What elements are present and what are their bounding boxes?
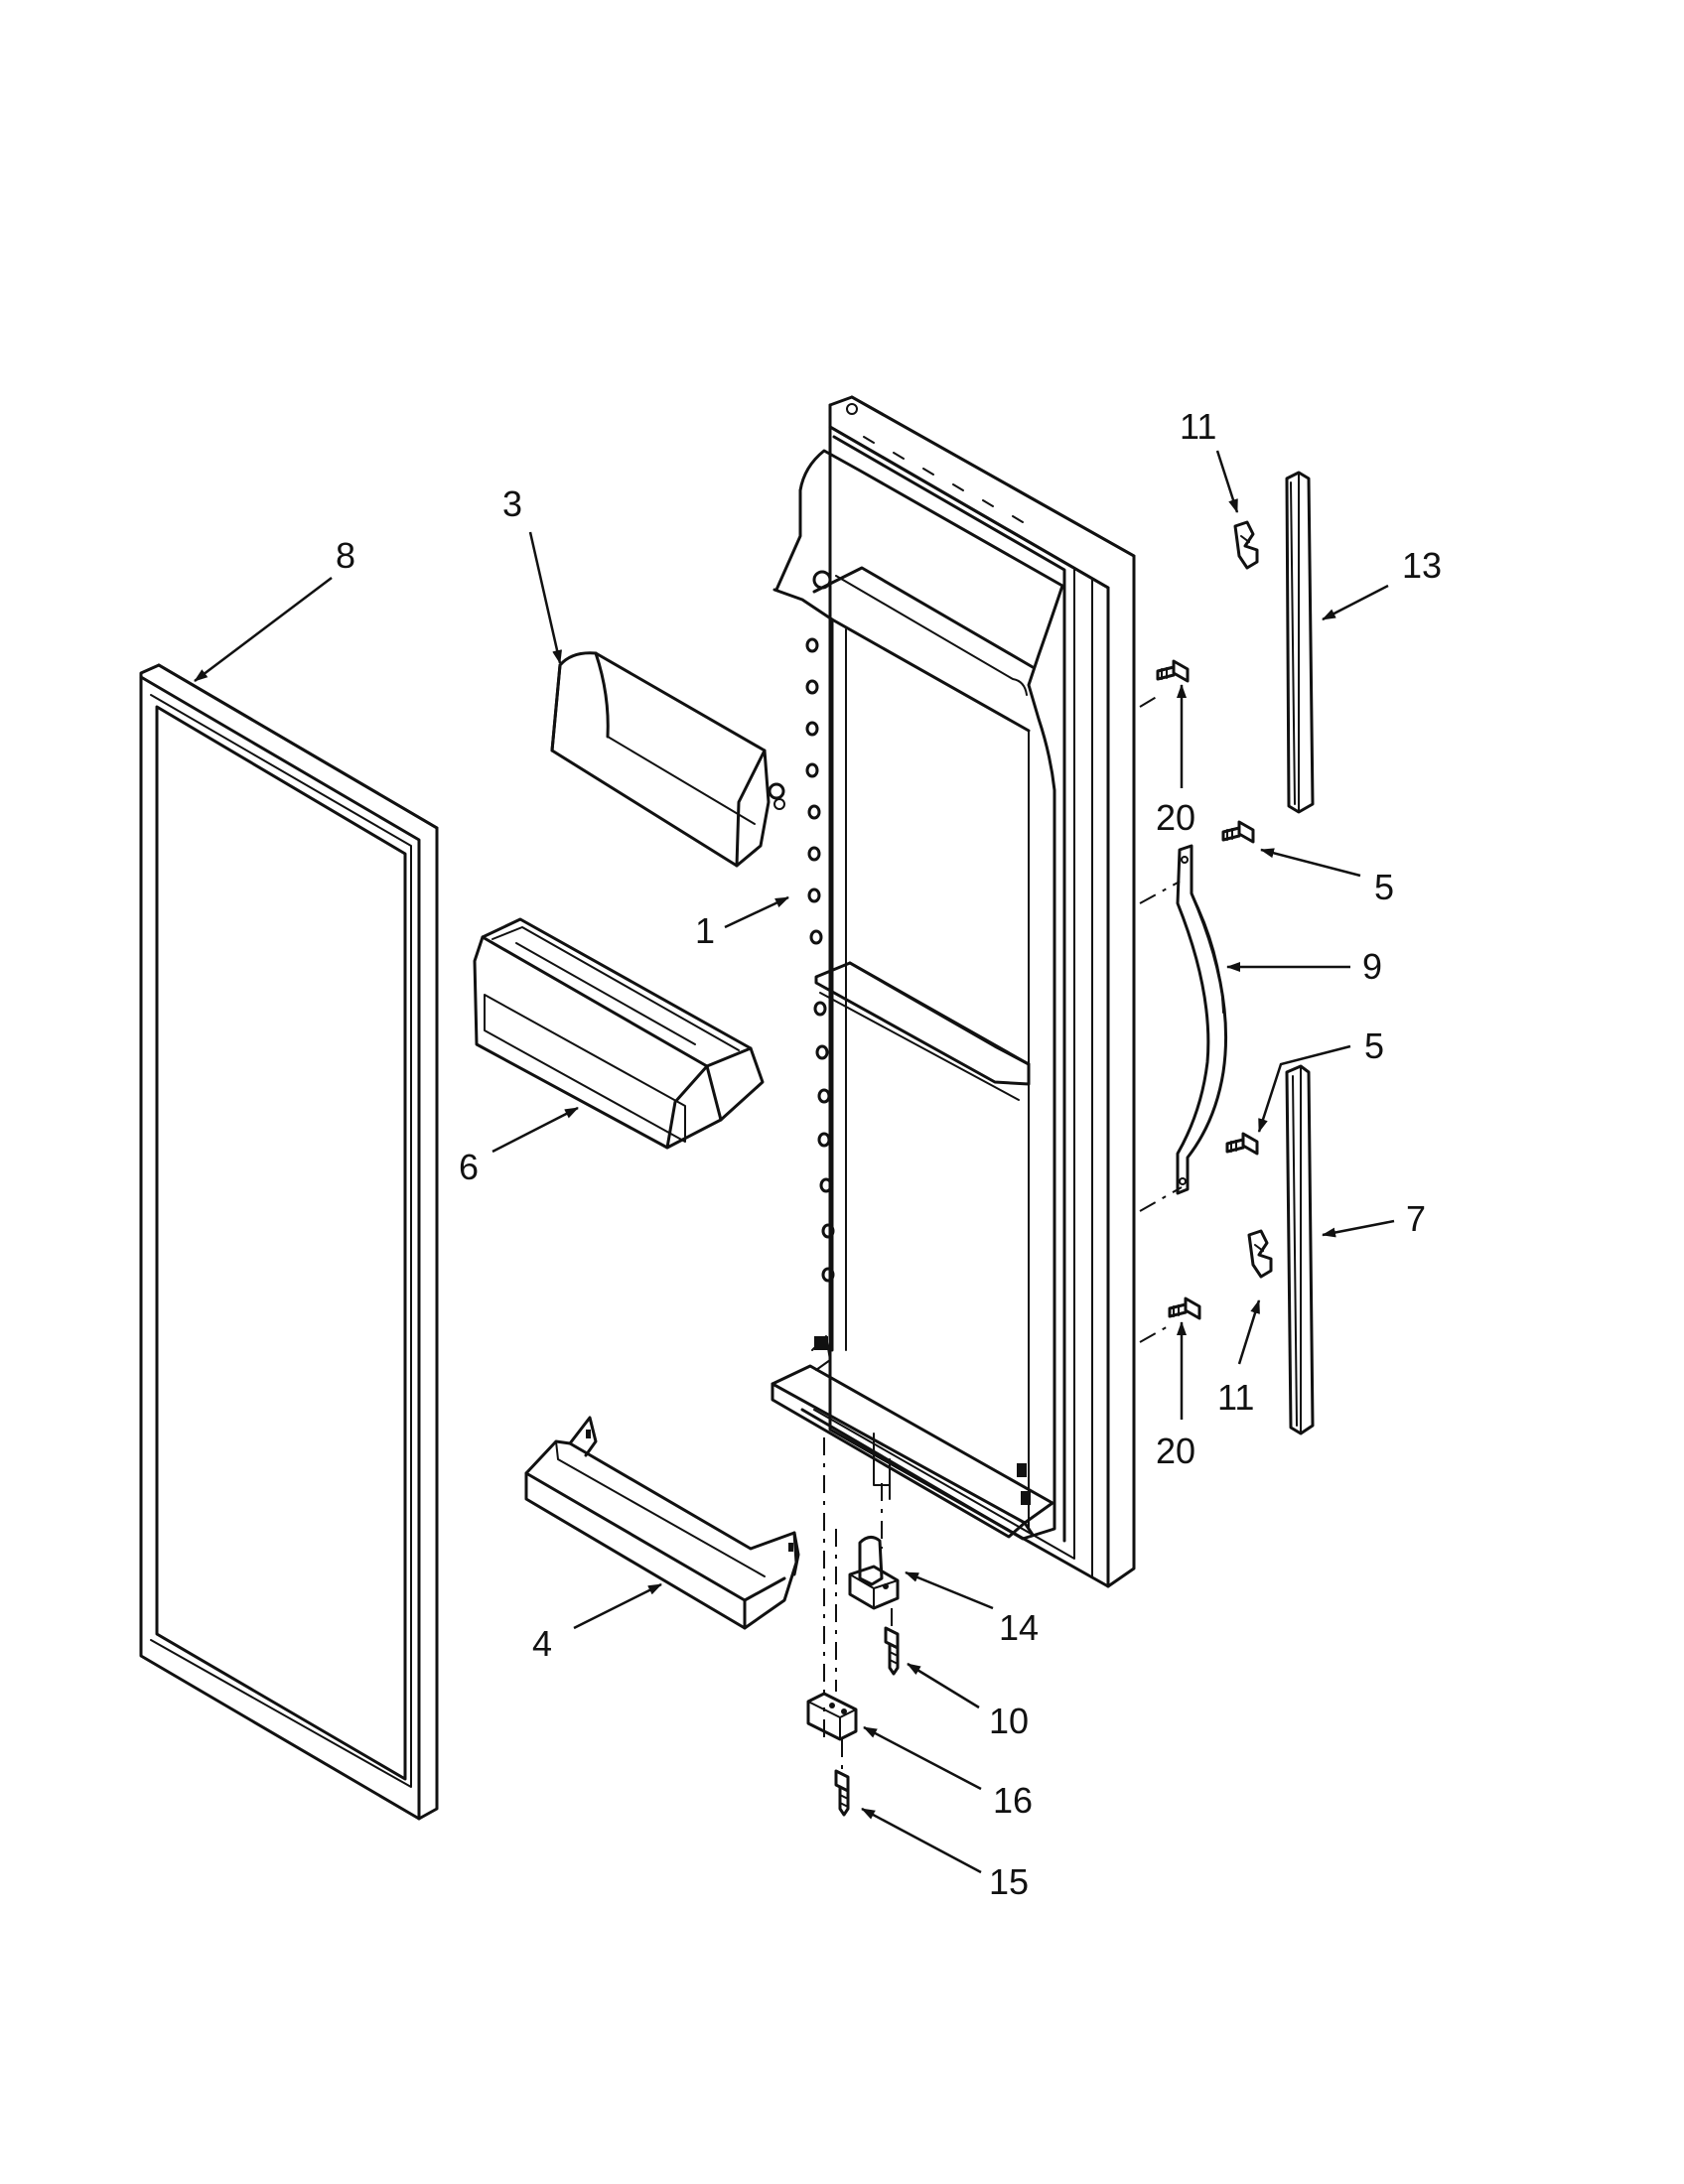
- leader-16: [863, 1725, 982, 1791]
- leader-8: [194, 577, 333, 682]
- leader-3: [528, 531, 562, 664]
- callout-20-upper: 20: [1156, 797, 1195, 838]
- leader-6: [491, 1106, 579, 1154]
- callout-20-lower: 20: [1156, 1431, 1195, 1471]
- hinge-block: [806, 1692, 858, 1741]
- door-bin-lower: [524, 1416, 800, 1630]
- callout-16: 16: [993, 1780, 1033, 1821]
- screw-20-lower: [1168, 1297, 1201, 1320]
- screw-20-upper: [1156, 659, 1190, 683]
- leader-arrows: [194, 450, 1395, 1874]
- hinge-bushing: [848, 1536, 900, 1610]
- screw-5-upper: [1221, 820, 1255, 844]
- callout-3: 3: [502, 483, 522, 524]
- leader-11-upper: [1215, 450, 1239, 513]
- leader-1: [724, 895, 789, 929]
- leader-5-lower: [1257, 1044, 1351, 1133]
- callout-4: 4: [532, 1623, 552, 1664]
- leader-4: [573, 1582, 662, 1630]
- callout-11-lower: 11: [1217, 1377, 1254, 1418]
- callout-15: 15: [989, 1861, 1029, 1902]
- leader-7: [1322, 1219, 1395, 1238]
- callout-7: 7: [1406, 1198, 1426, 1239]
- callout-14: 14: [999, 1607, 1039, 1648]
- callout-13: 13: [1402, 545, 1442, 586]
- screw-15: [834, 1769, 850, 1817]
- trim-strip-lower: [1285, 1064, 1315, 1435]
- callout-11-upper: 11: [1180, 406, 1216, 447]
- door-handle: [1176, 844, 1228, 1195]
- leader-14: [905, 1570, 994, 1610]
- assembly-lines: [823, 694, 1183, 1771]
- callout-5-lower: 5: [1364, 1025, 1384, 1066]
- callout-1: 1: [695, 910, 715, 951]
- door-bin-upper: [473, 917, 765, 1150]
- leader-11-lower: [1237, 1299, 1261, 1365]
- callout-5-upper: 5: [1374, 867, 1394, 907]
- screw-10: [884, 1626, 900, 1676]
- leader-15: [861, 1807, 982, 1874]
- door-gasket: [139, 663, 439, 1821]
- refrigerator-door: [771, 395, 1136, 1588]
- callout-8: 8: [336, 535, 355, 576]
- leader-5-upper: [1260, 848, 1361, 878]
- callout-labels: 8 3 1 6 4 11 13 20 5 9 5 7 11 20 14 10 1…: [336, 406, 1442, 1902]
- callout-6: 6: [459, 1147, 479, 1187]
- trim-clip-lower: [1247, 1229, 1273, 1279]
- callout-10: 10: [989, 1701, 1029, 1741]
- trim-clip-upper: [1233, 520, 1259, 570]
- dairy-door: [550, 651, 785, 868]
- leader-10: [907, 1662, 980, 1709]
- callout-9: 9: [1362, 946, 1382, 987]
- trim-strip-upper: [1285, 471, 1315, 814]
- screw-5-lower: [1225, 1132, 1259, 1156]
- leader-13: [1322, 584, 1389, 621]
